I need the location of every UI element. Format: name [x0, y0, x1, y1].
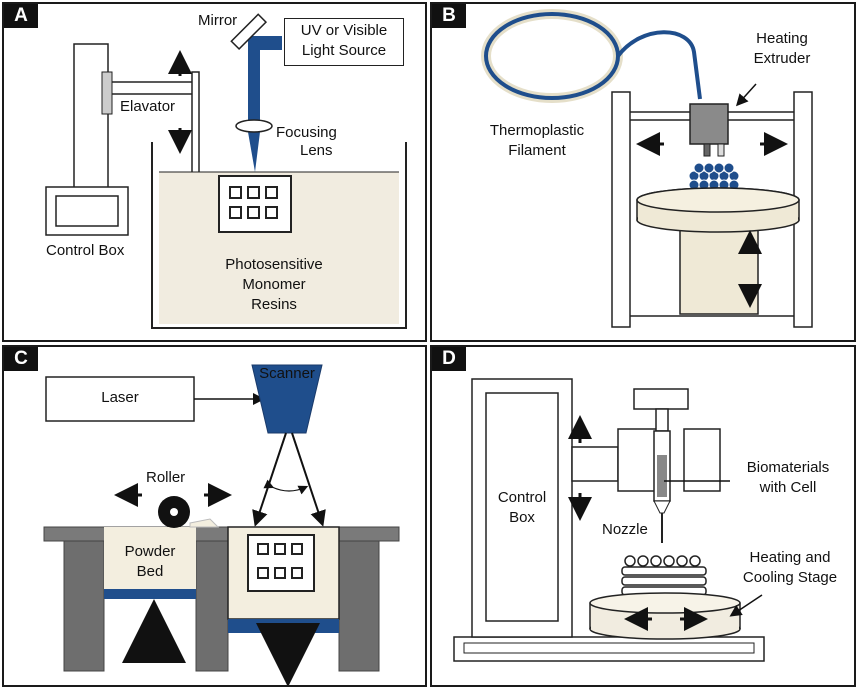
heating-extruder-label-1: Heating: [756, 30, 808, 47]
control-box-label-1: Control: [497, 489, 547, 506]
panel-a: A: [2, 2, 427, 342]
powder-bed-label-1: Powder: [124, 543, 176, 560]
panel-c-graphic: [43, 364, 400, 685]
scanner-label: Scanner: [259, 365, 315, 382]
laser-label: Laser: [101, 389, 139, 406]
panel-d-graphic: [453, 378, 765, 662]
panel-a-graphic: [45, 13, 407, 329]
powder-bed-label-2: Bed: [136, 563, 164, 580]
biomaterials-label-2: with Cell: [759, 479, 817, 496]
resin-label-2: Monomer: [242, 276, 306, 293]
light-source-box: [284, 18, 404, 66]
filament-label-2: Filament: [508, 142, 566, 159]
panel-a-tag: A: [4, 4, 38, 28]
heating-extruder-label-2: Extruder: [753, 50, 811, 67]
control-box-label-2: Box: [509, 509, 535, 526]
focusing-lens-label-2: Lens: [300, 142, 333, 159]
panel-d-tag: D: [432, 347, 466, 371]
panel-b-graphic: [481, 9, 813, 328]
stage-label-2: Cooling Stage: [742, 569, 838, 586]
panel-c-tag: C: [4, 347, 38, 371]
filament-label-1: Thermoplastic: [489, 122, 585, 139]
roller-label: Roller: [146, 469, 186, 486]
nozzle-label: Nozzle: [602, 521, 648, 538]
panel-b-tag: B: [432, 4, 466, 28]
focusing-lens-label-1: Focusing: [276, 124, 337, 141]
resin-label-3: Resins: [251, 296, 297, 313]
stage-label-1: Heating and: [749, 549, 831, 566]
light-source-label-1: UV or Visible: [300, 22, 388, 39]
mirror-label: Mirror: [198, 12, 238, 29]
light-source-label-2: Light Source: [301, 42, 387, 59]
panel-b: B: [430, 2, 856, 342]
biomaterials-label-1: Biomaterials: [746, 459, 830, 476]
panel-d: D: [430, 345, 856, 687]
control-box-label: Control Box: [46, 242, 125, 259]
resin-label-1: Photosensitive: [225, 256, 323, 273]
elevator-label: Elavator: [120, 98, 176, 115]
panel-c: C: [2, 345, 427, 687]
